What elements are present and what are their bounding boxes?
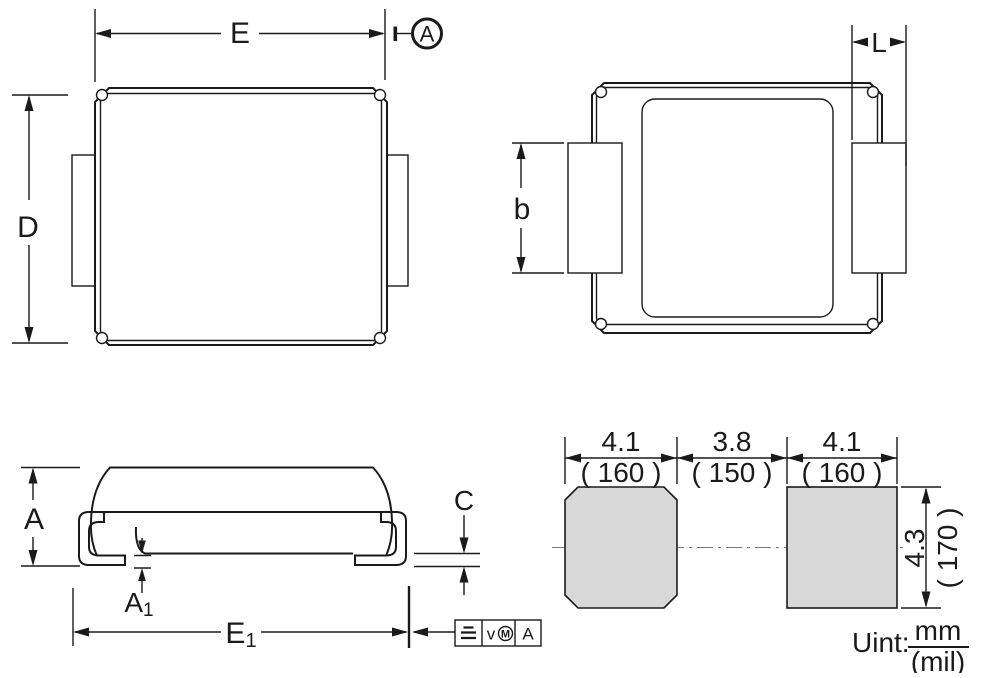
datum-label: A [420,22,435,47]
corner-detail [95,331,109,345]
symmetry-symbol-icon [461,626,476,640]
dim-label-C: C [454,485,474,516]
dim-land-side: 4.3 ( 170 ) [899,486,963,609]
side-view-body-bottom [134,526,353,555]
dim-label-b: b [514,193,531,226]
top-view-body-inner-line [99,92,383,342]
bottom-view: b L [512,25,907,334]
arrowhead [890,37,906,47]
dim-A1: A1 [124,538,154,621]
top-view-right-lead [385,154,409,287]
dim-pad-width2-mm: 4.1 [823,426,862,457]
arrowhead [369,29,385,38]
side-view: A A1 E1 C [21,466,542,652]
dim-label-E1-sub: 1 [245,630,256,652]
dim-L: L [851,25,907,166]
arrowhead [516,143,526,159]
corner-detail [373,88,387,102]
unit-denominator: (mil) [911,646,965,673]
fcf-tolerance: v [487,625,496,644]
top-view-body [94,87,388,346]
arrowhead [881,453,897,463]
bottom-view-left-lead [567,142,623,274]
side-view-right-lead [354,511,407,566]
feature-control-frame: v M A [412,619,542,647]
bottom-view-right-lead [851,142,907,274]
fcf-modifier: M [501,629,510,641]
dim-pad-gap-mil: ( 150 ) [692,457,773,488]
dim-pad-width-mil: ( 160 ) [581,457,662,488]
dim-pad-width2-mil: ( 160 ) [802,457,883,488]
arrowhead [516,257,526,273]
unit-numerator: mm [915,615,962,646]
dim-label-L: L [871,27,887,58]
datum-flag-a: A [393,17,443,50]
arrowhead [852,37,868,47]
arrowhead [921,591,931,608]
datum-circle-icon [411,17,443,50]
dim-label-D: D [17,211,39,244]
bottom-view-body [591,82,883,334]
corner-detail [866,85,880,99]
land-pad-left [564,486,678,609]
material-condition-icon [497,625,514,642]
arrowhead [24,327,34,343]
arrowhead [771,453,787,463]
arrowhead [24,95,34,111]
dim-A: A [21,466,80,567]
arrowhead [661,453,677,463]
unit-note: Uint: mm (mil) [852,615,969,677]
dim-label-A1: A1 [124,587,153,621]
arrowhead [73,627,89,637]
corner-detail [866,317,880,331]
land-pattern: 4.1 ( 160 ) 3.8 ( 150 ) 4.1 ( 160 ) 4.3 … [552,426,969,677]
extension-line [901,486,941,609]
corner-detail [373,331,387,345]
arrowhead [138,540,146,554]
dim-pad-height-mm: 4.3 [899,529,930,568]
arrowhead [921,487,931,504]
dim-E1: E1 [72,586,411,652]
arrowhead [677,453,693,463]
dim-E: E [94,9,386,82]
extension-line [564,437,898,484]
dim-label-E: E [230,17,250,50]
dim-label-E1: E1 [225,617,256,652]
arrowhead [787,453,803,463]
dim-b: b [512,142,564,274]
arrowhead [392,627,408,637]
dim-pad-width-mm: 4.1 [602,426,641,457]
corner-detail [594,317,608,331]
datum-tick [393,26,398,41]
arrowhead [138,568,146,581]
bottom-view-die-pad-outline [641,98,834,318]
arrowhead [95,29,111,38]
land-pad-right [786,486,898,609]
unit-label: Uint: [852,627,910,658]
dim-label-A1-base: A [124,587,143,618]
side-view-left-lead [78,511,126,566]
fcf-dividers [481,620,516,646]
side-view-body [89,466,394,557]
fcf-datum: A [522,625,534,644]
top-view: E A D [12,9,443,346]
corner-detail [95,88,109,102]
dim-land-top: 4.1 ( 160 ) 3.8 ( 150 ) 4.1 ( 160 ) [564,426,898,488]
corner-detail [594,85,608,99]
arrowhead [459,566,469,583]
dim-D: D [12,94,68,344]
arrowhead [565,453,581,463]
dim-label-A1-sub: 1 [143,600,154,621]
arrowhead [28,467,38,484]
dim-pad-height-mil: ( 170 ) [932,508,963,589]
top-view-left-lead [71,154,97,287]
dim-label-A: A [24,503,44,536]
dim-label-E1-base: E [225,617,245,650]
dim-C: C [414,485,480,595]
arrowhead [459,537,469,554]
dim-pad-gap-mm: 3.8 [713,426,752,457]
arrowhead [28,550,38,566]
